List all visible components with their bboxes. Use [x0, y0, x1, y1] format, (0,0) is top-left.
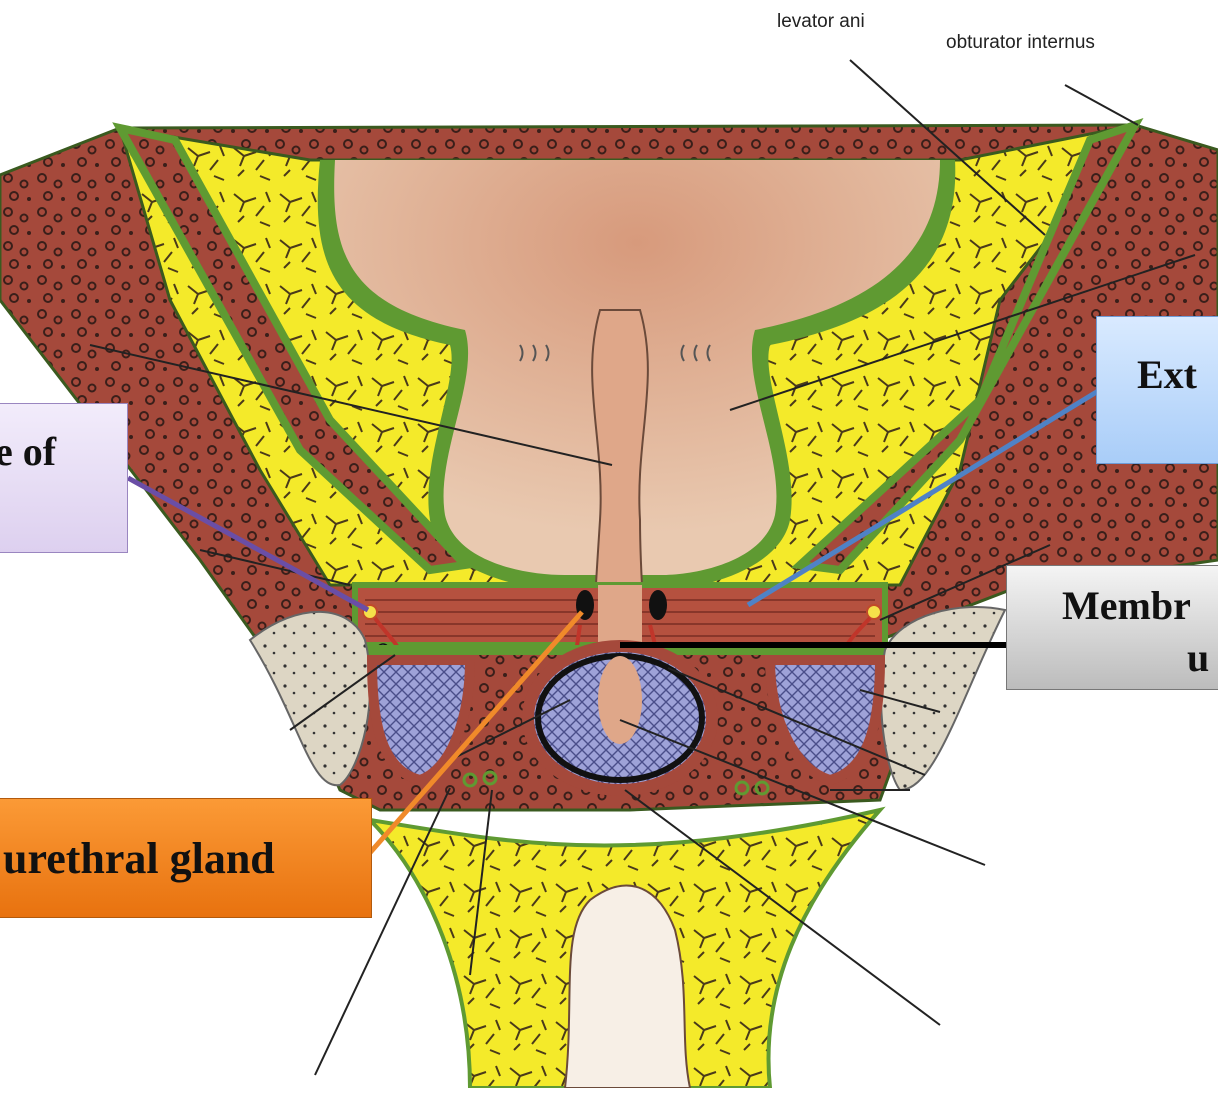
label-levator-ani: levator ani — [777, 11, 865, 33]
membranous-urethra-segment — [598, 585, 642, 647]
callout-bottom-box: urethral gland — [0, 798, 372, 918]
callout-right-mid-text-line2: u — [1187, 634, 1209, 681]
callout-left-box: e of — [0, 403, 128, 553]
callout-bottom-text: urethral gland — [3, 834, 275, 883]
label-obturator-internus: obturator internus — [946, 32, 1095, 54]
callout-right-top-text: Ext — [1137, 352, 1197, 397]
ischium-right — [881, 607, 1005, 790]
ischium-left — [250, 612, 370, 785]
callout-right-top-box: Ext — [1096, 316, 1218, 464]
bulbourethral-gland-right — [649, 590, 667, 620]
callout-right-mid-box: Membr u — [1006, 565, 1218, 690]
callout-left-text: e of — [0, 429, 56, 474]
vessel-dot-right-yellow — [867, 605, 881, 619]
callout-right-mid-text: Membr — [1062, 583, 1191, 628]
urethra-in-bulb — [598, 656, 642, 744]
